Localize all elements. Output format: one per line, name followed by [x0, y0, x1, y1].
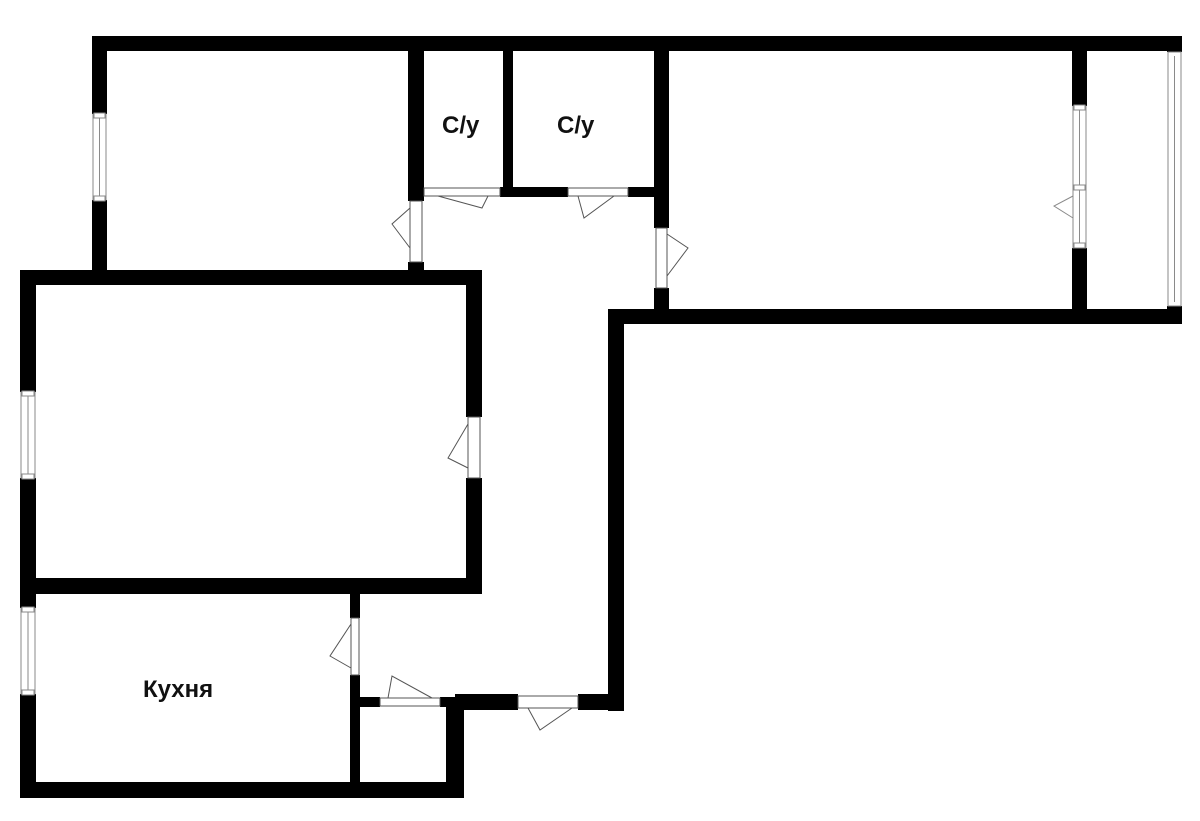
wall	[350, 697, 380, 707]
wall	[92, 36, 422, 51]
door-storage	[379, 675, 441, 707]
wall	[446, 697, 464, 797]
wall	[350, 590, 360, 618]
wall	[654, 36, 1182, 51]
wall	[20, 270, 36, 392]
entrance-door	[517, 695, 579, 731]
doors	[329, 187, 689, 731]
wall	[466, 478, 482, 594]
window-middle-left	[20, 390, 36, 480]
wall	[408, 36, 424, 201]
wall	[1072, 248, 1087, 324]
wall	[578, 694, 624, 710]
wall	[466, 270, 482, 417]
wall	[654, 36, 669, 228]
wall	[455, 694, 518, 710]
wall	[503, 44, 513, 192]
wall	[20, 478, 36, 605]
window-top-left	[92, 112, 107, 202]
wall	[608, 309, 624, 711]
wall	[20, 578, 482, 594]
wall	[1072, 36, 1087, 106]
wall	[608, 309, 1182, 324]
balcony-door	[1053, 104, 1087, 249]
windows	[20, 51, 1182, 696]
wall	[500, 187, 568, 197]
wall	[1167, 36, 1182, 52]
wall	[20, 782, 464, 798]
wall	[408, 36, 670, 51]
wall	[92, 200, 107, 280]
door-bathroom-1	[423, 187, 501, 209]
door-top-right-room	[655, 227, 689, 289]
wall	[350, 675, 360, 795]
wall	[408, 187, 424, 197]
walls	[20, 36, 1182, 798]
wall	[628, 187, 668, 197]
wall	[20, 694, 36, 798]
room-label-kitchen: Кухня	[143, 676, 214, 703]
door-top-left-room	[391, 200, 423, 263]
door-middle-left-room	[447, 416, 481, 479]
room-label-bathroom-1: С/у	[442, 112, 480, 139]
wall	[92, 36, 107, 114]
window-kitchen	[20, 606, 36, 696]
door-kitchen	[329, 617, 360, 676]
window-balcony	[1167, 51, 1182, 307]
room-label-bathroom-2: С/у	[557, 112, 595, 139]
wall	[20, 594, 36, 608]
wall	[20, 270, 482, 285]
door-bathroom-2	[567, 187, 629, 219]
